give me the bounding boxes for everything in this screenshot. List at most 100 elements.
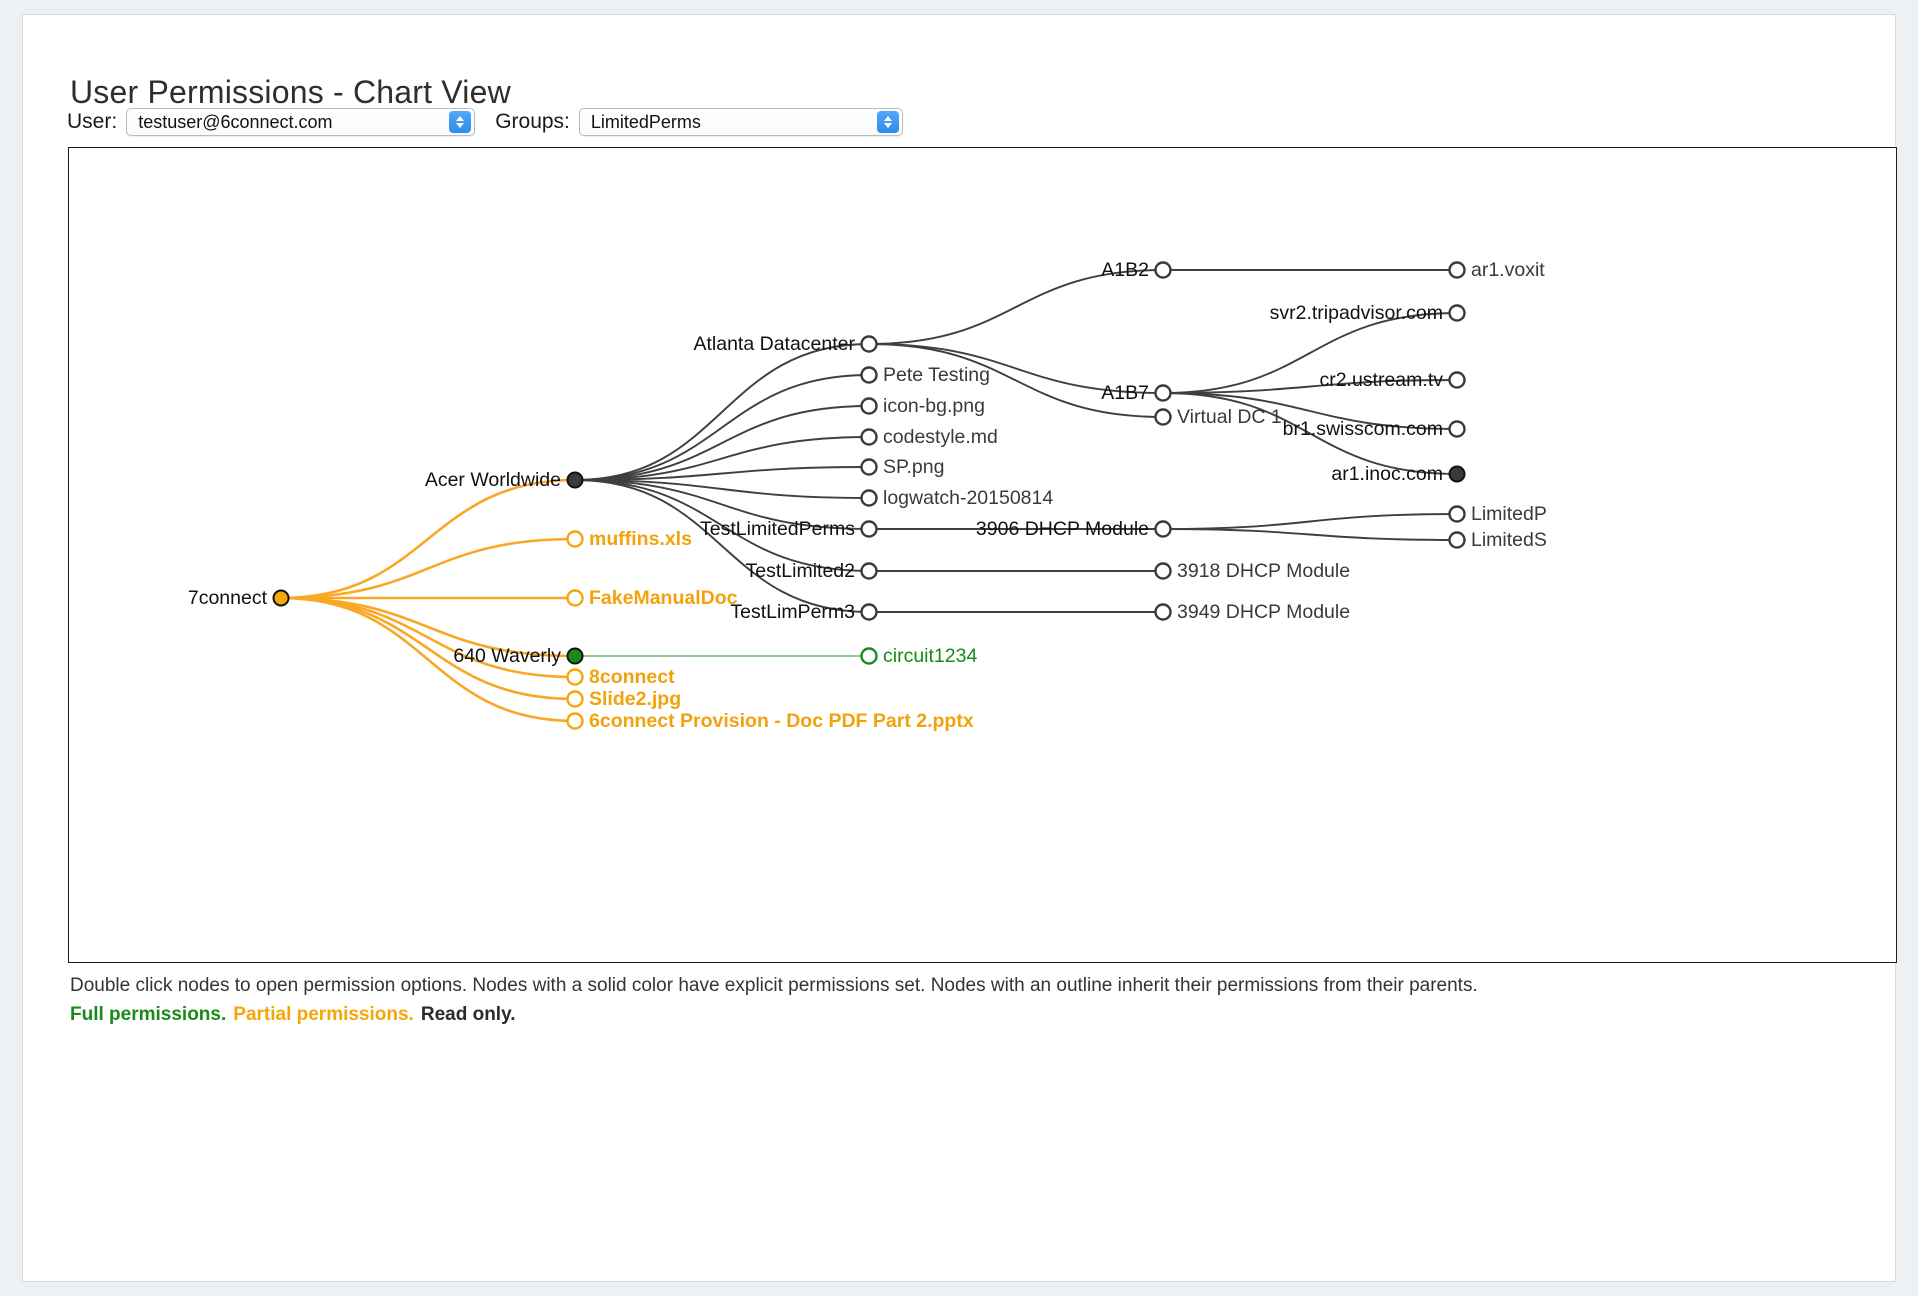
tree-link [574, 479, 870, 530]
tree-node-circle[interactable] [1448, 371, 1466, 389]
tree-node-label: TestLimitedPerms [700, 518, 855, 540]
tree-link [280, 596, 576, 723]
tree-node-circle[interactable] [860, 366, 878, 384]
tree-node-circle[interactable] [566, 690, 584, 708]
tree-node[interactable]: ar1.voxit [1448, 259, 1546, 281]
tree-node[interactable]: circuit1234 [860, 645, 978, 667]
tree-node-label: SP.png [883, 456, 944, 478]
tree-node[interactable]: logwatch-20150814 [860, 487, 1054, 509]
legend-full-permissions: Full permissions. [70, 1004, 227, 1025]
chevron-updown-icon[interactable] [876, 111, 899, 133]
tree-node-label: cr2.ustream.tv [1319, 369, 1443, 391]
tree-node-circle[interactable] [1448, 304, 1466, 322]
tree-node-circle[interactable] [1448, 531, 1466, 549]
tree-node[interactable]: 3949 DHCP Module [1154, 601, 1351, 623]
tree-node[interactable]: icon-bg.png [860, 395, 985, 417]
tree-node-label: 7connect [188, 587, 268, 609]
tree-node[interactable]: cr2.ustream.tv [1319, 369, 1466, 391]
tree-node-circle[interactable] [566, 589, 584, 607]
tree-node[interactable]: Virtual DC 1 [1154, 406, 1282, 428]
chevron-updown-icon[interactable] [449, 111, 472, 133]
tree-node-circle[interactable] [1154, 408, 1172, 426]
tree-node[interactable]: 6connect Provision - Doc PDF Part 2.pptx [566, 710, 974, 732]
tree-node-circle[interactable] [1448, 505, 1466, 523]
tree-node-circle[interactable] [860, 335, 878, 353]
tree-node-circle[interactable] [860, 428, 878, 446]
tree-node-label: Virtual DC 1 [1177, 406, 1282, 428]
tree-node-circle[interactable] [272, 589, 290, 607]
tree-node[interactable]: 640 Waverly [453, 645, 584, 667]
tree-node-label: Atlanta Datacenter [693, 333, 855, 355]
tree-node-circle[interactable] [860, 489, 878, 507]
tree-node-circle[interactable] [860, 647, 878, 665]
tree-node-circle[interactable] [566, 647, 584, 665]
tree-link [280, 537, 576, 600]
tree-node[interactable]: LimitedP [1448, 503, 1547, 525]
tree-node-circle[interactable] [566, 668, 584, 686]
tree-node[interactable]: SP.png [860, 456, 945, 478]
tree-link [868, 343, 1164, 418]
tree-node-circle[interactable] [1154, 603, 1172, 621]
tree-node-circle[interactable] [566, 712, 584, 730]
tree-node[interactable]: TestLimPerm3 [730, 601, 878, 623]
tree-node-circle[interactable] [1154, 562, 1172, 580]
tree-link [1162, 528, 1458, 541]
tree-node[interactable]: TestLimitedPerms [700, 518, 878, 540]
tree-node-label: circuit1234 [883, 645, 977, 667]
user-select[interactable]: testuser@6connect.com [126, 108, 476, 136]
tree-node-label: codestyle.md [883, 426, 998, 448]
tree-node[interactable]: Atlanta Datacenter [693, 333, 878, 355]
tree-node-label: A1B7 [1101, 382, 1149, 404]
tree-link [280, 478, 576, 600]
tree-node-label: br1.swisscom.com [1283, 418, 1443, 440]
tree-node-circle[interactable] [860, 458, 878, 476]
tree-node[interactable]: 7connect [188, 587, 290, 609]
tree-link [574, 405, 870, 481]
tree-node[interactable]: svr2.tripadvisor.com [1270, 302, 1466, 324]
tree-node-circle[interactable] [1154, 261, 1172, 279]
tree-link [574, 479, 870, 499]
tree-link [574, 436, 870, 481]
tree-node[interactable]: A1B2 [1101, 259, 1172, 281]
tree-node[interactable]: muffins.xls [566, 528, 693, 550]
tree-node[interactable]: ar1.inoc.com [1331, 463, 1466, 485]
tree-node-circle[interactable] [566, 471, 584, 489]
tree-link [868, 343, 1164, 394]
tree-node-circle[interactable] [1154, 520, 1172, 538]
tree-svg: 7connect Acer Worldwide muffins.xlsFakeMan… [188, 259, 1547, 732]
tree-node[interactable]: TestLimited2 [746, 560, 878, 582]
tree-node[interactable]: FakeManualDoc [566, 587, 738, 609]
tree-node-circle[interactable] [860, 562, 878, 580]
tree-node-circle[interactable] [566, 530, 584, 548]
tree-node-circle[interactable] [1448, 420, 1466, 438]
tree-node-label: 3918 DHCP Module [1177, 560, 1350, 582]
tree-links [280, 269, 1458, 723]
tree-nodes: 7connect Acer Worldwide muffins.xlsFakeMan… [188, 259, 1547, 732]
tree-node-label: ar1.voxit [1471, 259, 1545, 281]
tree-node-label: svr2.tripadvisor.com [1270, 302, 1443, 324]
tree-node-label: FakeManualDoc [589, 587, 738, 609]
tree-node-circle[interactable] [1448, 465, 1466, 483]
legend-partial-permissions: Partial permissions. [233, 1004, 414, 1025]
tree-node-label: Pete Testing [883, 364, 990, 386]
tree-node[interactable]: Pete Testing [860, 364, 990, 386]
groups-select[interactable]: LimitedPerms [578, 108, 903, 136]
tree-node[interactable]: 3906 DHCP Module [976, 518, 1172, 540]
tree-node[interactable]: A1B7 [1101, 382, 1172, 404]
tree-node[interactable]: LimitedS [1448, 529, 1547, 551]
tree-node[interactable]: Slide2.jpg [566, 688, 682, 710]
tree-node[interactable]: 8connect [566, 666, 676, 688]
tree-node-label: A1B2 [1101, 259, 1149, 281]
tree-node[interactable]: 3918 DHCP Module [1154, 560, 1351, 582]
tree-node-circle[interactable] [860, 603, 878, 621]
tree-node[interactable]: Acer Worldwide [425, 469, 584, 491]
tree-node[interactable]: br1.swisscom.com [1283, 418, 1466, 440]
tree-link [1162, 312, 1458, 394]
tree-node-circle[interactable] [860, 520, 878, 538]
tree-node-circle[interactable] [860, 397, 878, 415]
tree-link [574, 374, 870, 481]
tree-node[interactable]: codestyle.md [860, 426, 998, 448]
tree-node-circle[interactable] [1448, 261, 1466, 279]
tree-node-circle[interactable] [1154, 384, 1172, 402]
